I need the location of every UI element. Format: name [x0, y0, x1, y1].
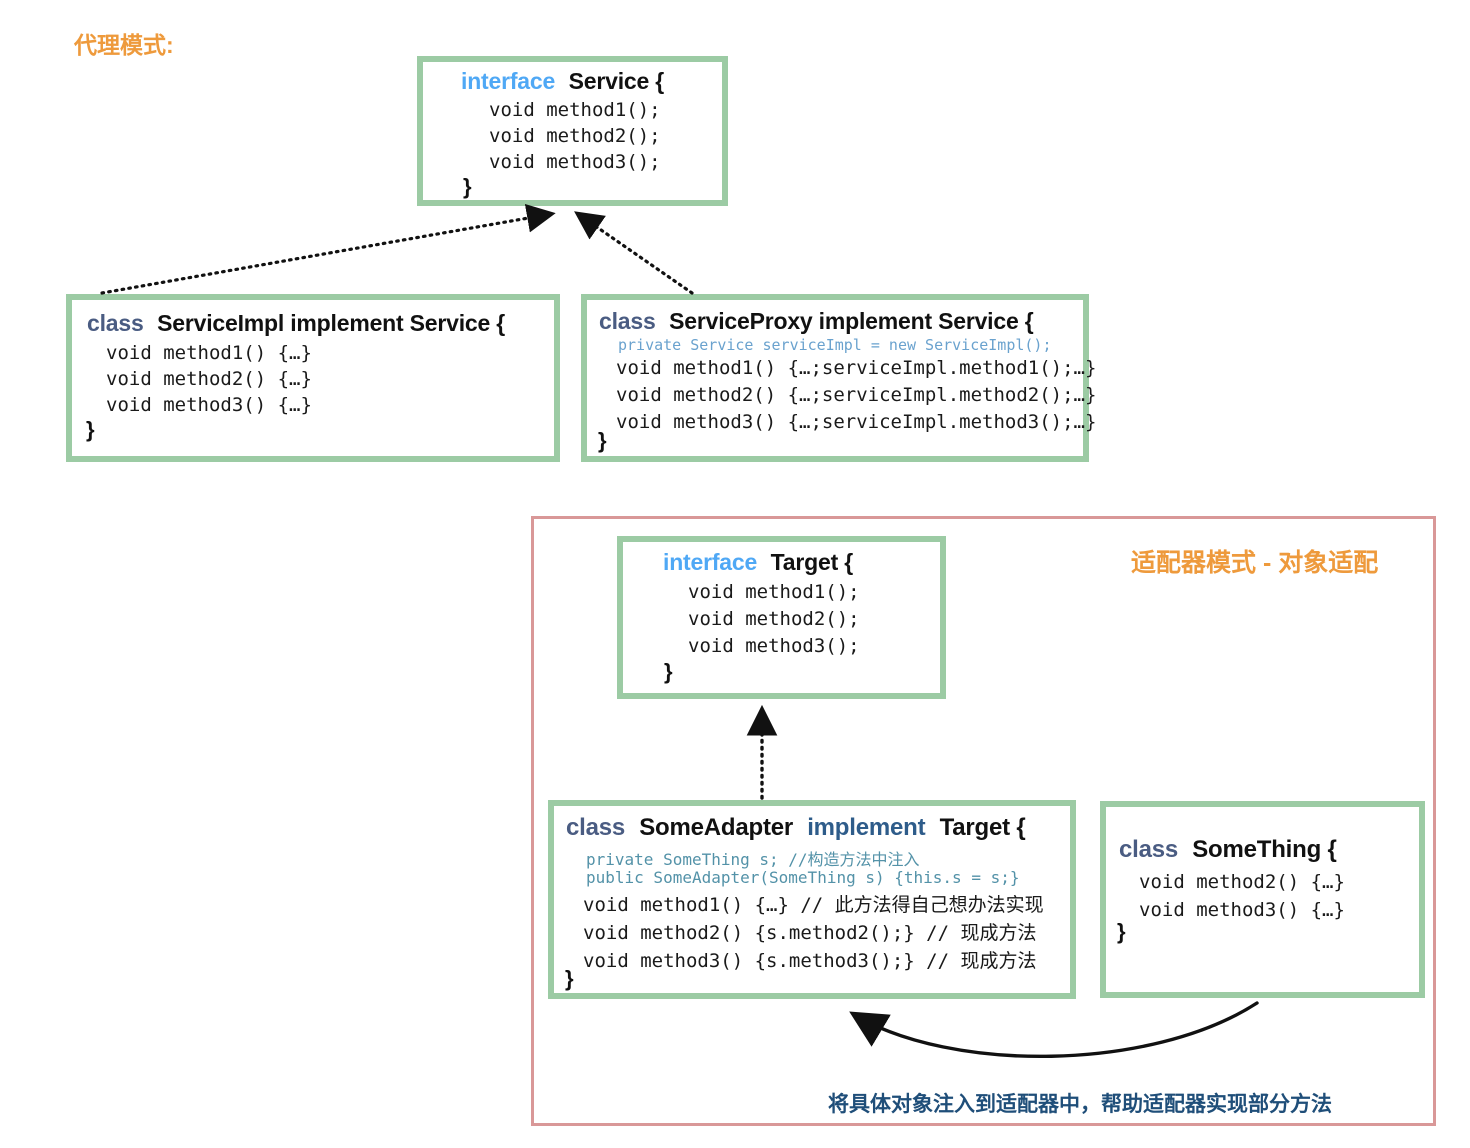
interface-service-name: Service { — [568, 68, 665, 94]
something-name: SomeThing { — [1192, 836, 1337, 863]
serviceimpl-name: ServiceImpl implement Service { — [157, 310, 506, 336]
proxy-pattern-title: 代理模式: — [74, 32, 174, 58]
class-someadapter-box: class SomeAdapter implement Target { pri… — [548, 800, 1076, 999]
service-method-2: void method2(); — [489, 125, 661, 147]
class-keyword: class — [599, 308, 656, 334]
serviceimpl-header: class ServiceImpl implement Service { — [87, 310, 505, 337]
someadapter-field-2: public SomeAdapter(SomeThing s) {this.s … — [586, 868, 1020, 887]
someadapter-name: SomeAdapter — [639, 814, 794, 841]
target-method-2: void method2(); — [688, 608, 860, 630]
someadapter-method-2: void method2() {s.method2();} // 现成方法 — [583, 922, 1037, 944]
arrow-serviceimpl-to-service — [100, 203, 556, 295]
interface-target-header: interface Target { — [663, 549, 853, 576]
implement-keyword: implement — [807, 814, 926, 841]
serviceproxy-closing-brace: } — [598, 428, 607, 453]
something-header: class SomeThing { — [1119, 836, 1337, 864]
service-method-3: void method3(); — [489, 151, 661, 173]
serviceproxy-method-1: void method1() {…;serviceImpl.method1();… — [616, 357, 1097, 379]
interface-keyword: interface — [461, 68, 556, 94]
service-closing-brace: } — [463, 174, 472, 199]
someadapter-closing-brace: } — [565, 966, 574, 991]
serviceproxy-name: ServiceProxy implement Service { — [669, 308, 1034, 334]
service-method-1: void method1(); — [489, 99, 661, 121]
adapter-section-box — [531, 516, 1436, 1126]
target-method-1: void method1(); — [688, 581, 860, 603]
someadapter-field-1: private SomeThing s; //构造方法中注入 — [586, 850, 920, 869]
interface-target-name: Target { — [770, 549, 854, 575]
someadapter-method-3: void method3() {s.method3();} // 现成方法 — [583, 950, 1037, 972]
class-keyword: class — [87, 310, 144, 336]
interface-keyword: interface — [663, 549, 758, 575]
arrow-serviceproxy-to-service — [574, 211, 694, 295]
class-serviceproxy-box: class ServiceProxy implement Service { p… — [581, 294, 1096, 462]
target-closing-brace: } — [664, 659, 673, 684]
adapter-injection-caption: 将具体对象注入到适配器中，帮助适配器实现部分方法 — [828, 1093, 1332, 1116]
target-method-3: void method3(); — [688, 635, 860, 657]
serviceproxy-field: private Service serviceImpl = new Servic… — [618, 336, 1052, 354]
serviceimpl-closing-brace: } — [86, 417, 95, 442]
someadapter-header: class SomeAdapter implement Target { — [566, 814, 1026, 842]
class-keyword: class — [1119, 836, 1179, 863]
adapter-pattern-title: 适配器模式 - 对象适配 — [1131, 549, 1379, 577]
serviceproxy-header: class ServiceProxy implement Service { — [599, 308, 1034, 335]
someadapter-method-1: void method1() {…} // 此方法得自己想办法实现 — [583, 894, 1044, 916]
class-keyword: class — [566, 814, 626, 841]
serviceproxy-method-2: void method2() {…;serviceImpl.method2();… — [616, 384, 1097, 406]
someadapter-target-name: Target { — [939, 814, 1026, 841]
serviceimpl-method-2: void method2() {…} — [106, 368, 312, 390]
class-serviceimpl-box: class ServiceImpl implement Service { vo… — [66, 294, 560, 462]
serviceimpl-method-3: void method3() {…} — [106, 394, 312, 416]
something-method-2: void method2() {…} — [1139, 871, 1345, 893]
interface-target-box: interface Target { void method1(); void … — [617, 536, 946, 699]
serviceproxy-method-3: void method3() {…;serviceImpl.method3();… — [616, 411, 1097, 433]
something-method-3: void method3() {…} — [1139, 899, 1345, 921]
class-something-box: class SomeThing { void method2() {…} voi… — [1100, 801, 1425, 998]
something-closing-brace: } — [1117, 919, 1126, 944]
interface-service-header: interface Service { — [461, 68, 664, 95]
interface-service-box: interface Service { void method1(); void… — [417, 56, 728, 206]
serviceimpl-method-1: void method1() {…} — [106, 342, 312, 364]
